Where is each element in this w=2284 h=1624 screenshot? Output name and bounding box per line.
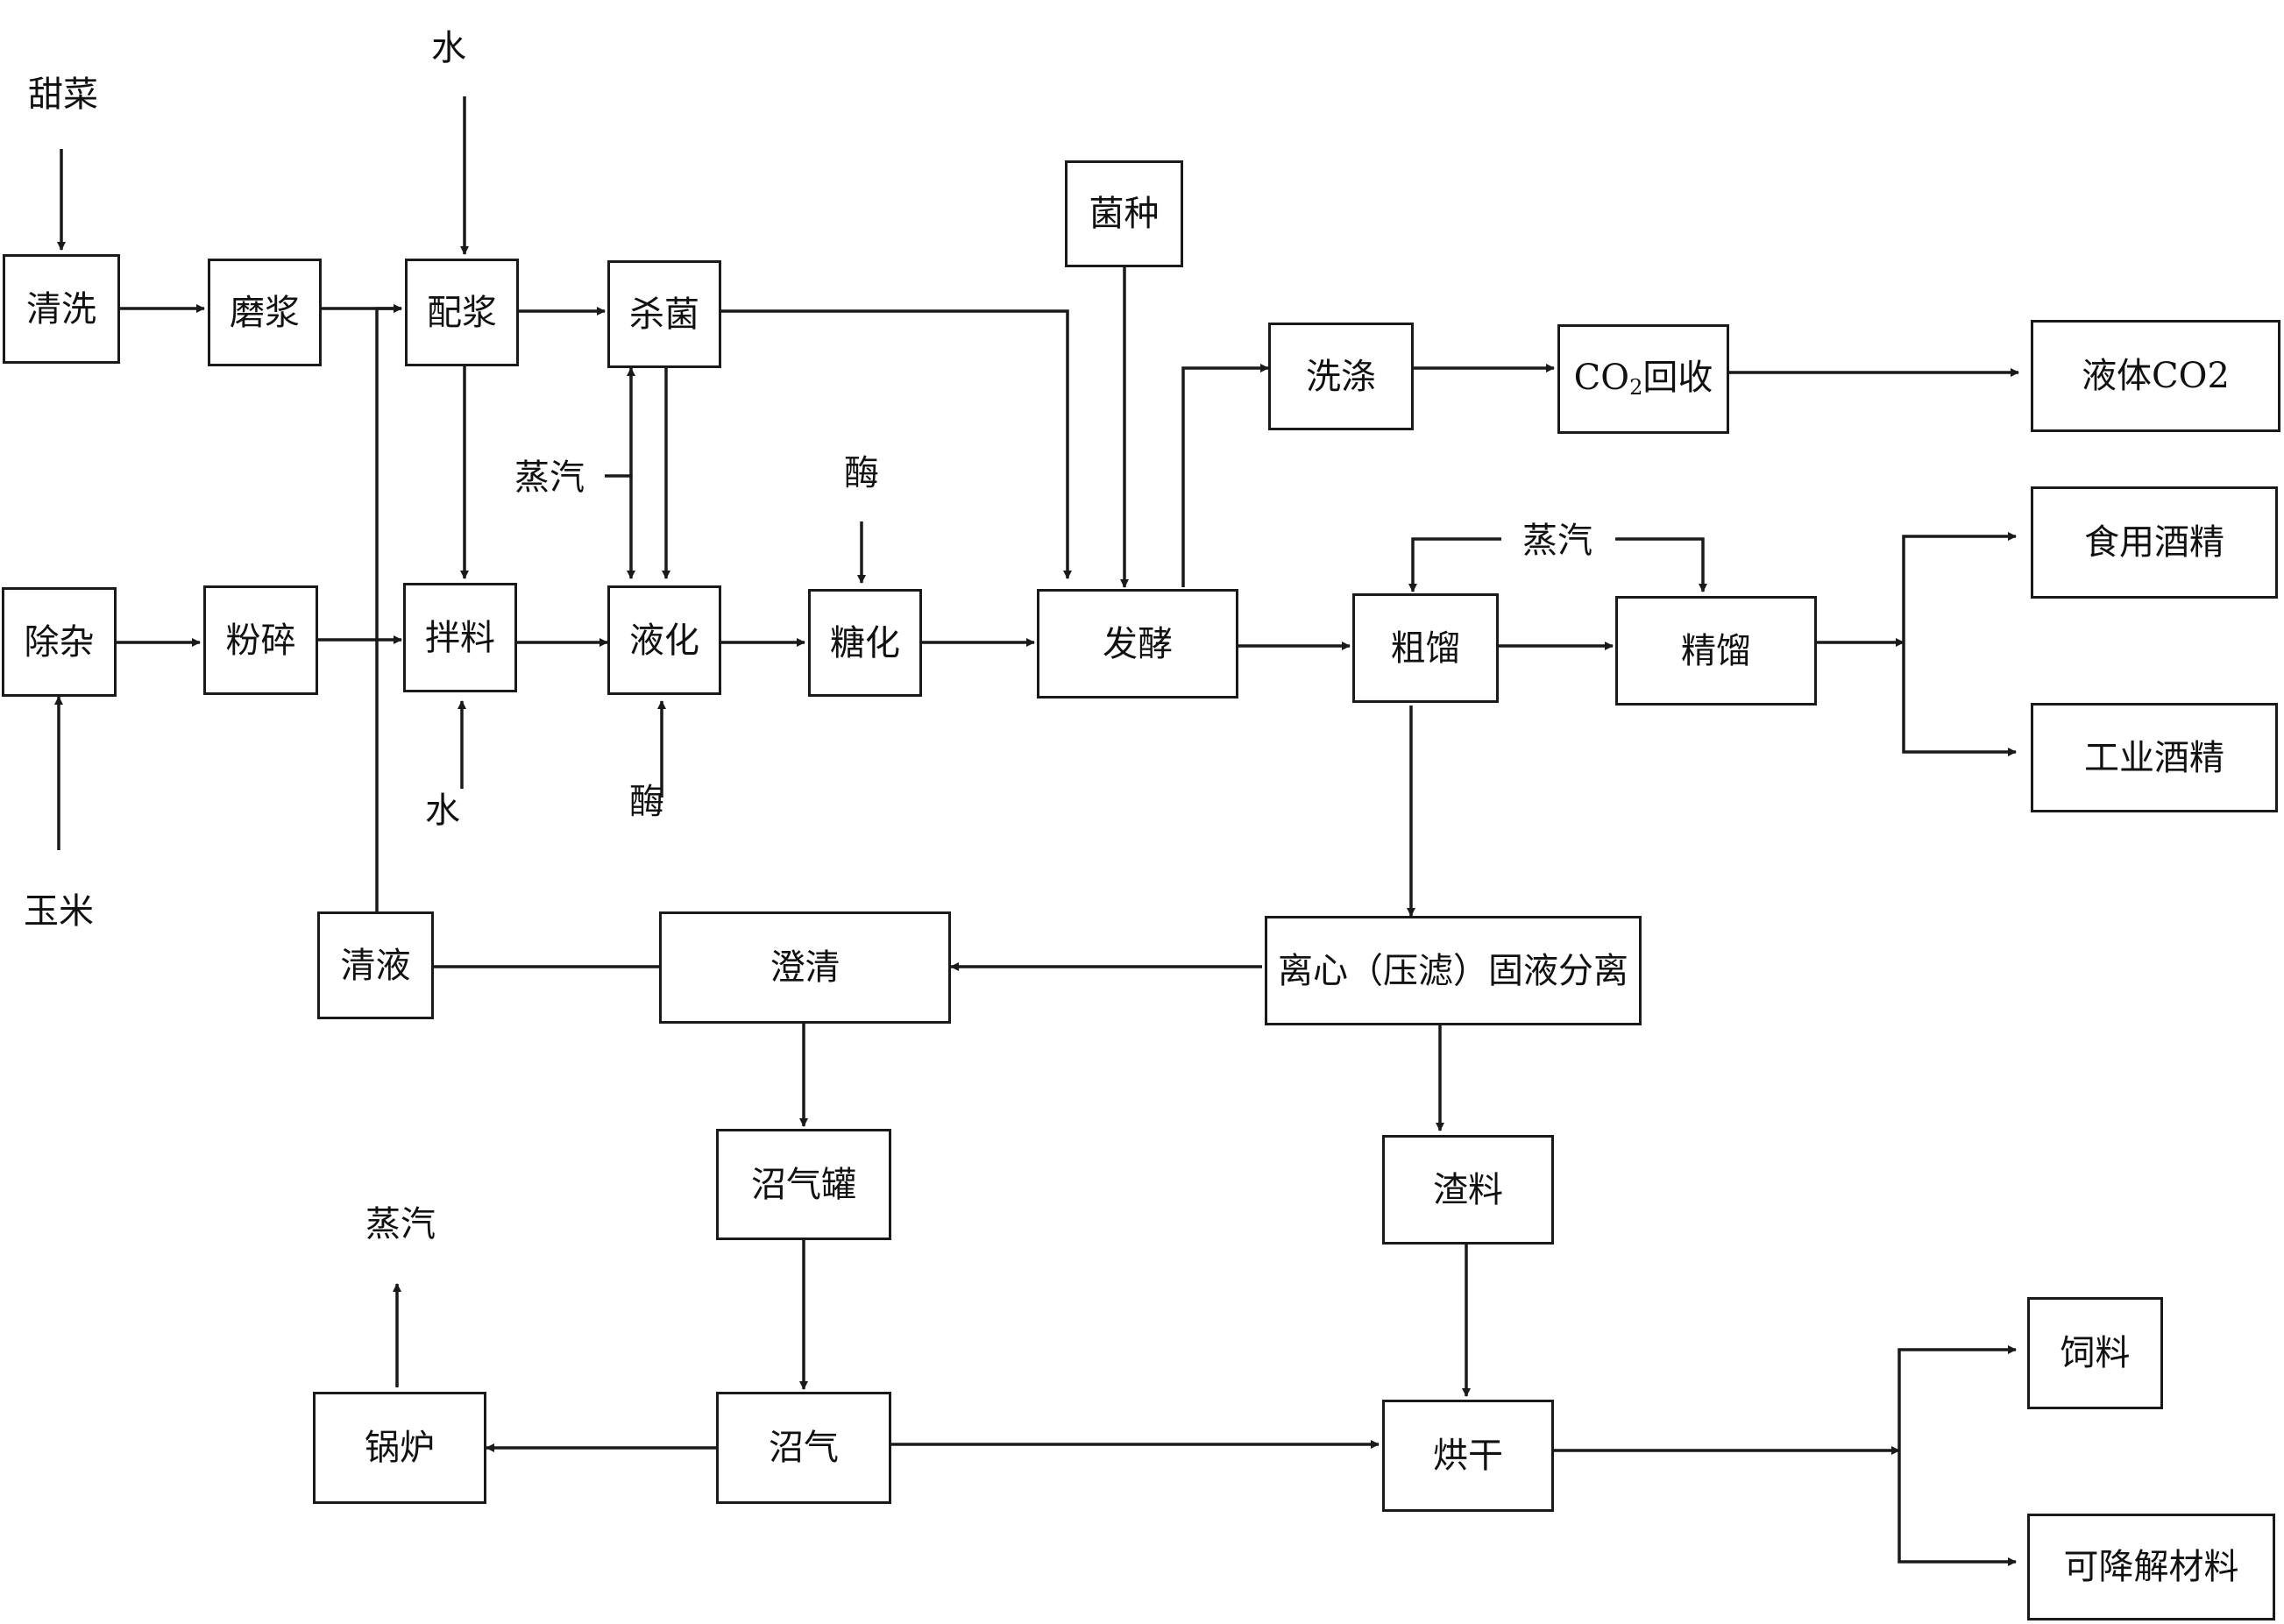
arrow-qingye-to-peijiang: [377, 308, 401, 911]
node-edible-alcohol: 食用酒精: [2031, 486, 2278, 599]
node-peijiang: 配浆: [405, 259, 519, 366]
arrow-fajiao-to-xidi: [1183, 368, 1268, 587]
node-shajun-label: 杀菌: [629, 297, 699, 332]
node-mojiang: 磨浆: [208, 259, 322, 366]
node-siliao-label: 饲料: [2061, 1336, 2131, 1371]
node-jingliu: 精馏: [1615, 596, 1817, 706]
node-guolu: 锅炉: [313, 1392, 486, 1504]
node-qingye: 清液: [317, 911, 434, 1019]
node-siliao: 饲料: [2027, 1297, 2163, 1409]
node-banliao-label: 拌料: [425, 621, 495, 656]
node-fensui: 粉碎: [203, 585, 318, 695]
node-culiu-label: 粗馏: [1391, 631, 1461, 666]
node-mojiang-label: 磨浆: [230, 295, 300, 330]
node-chengqing: 澄清: [659, 911, 951, 1024]
node-xidi-label: 洗涤: [1306, 359, 1376, 394]
node-honggan-label: 烘干: [1433, 1438, 1503, 1473]
arrow-split-to-siliao: [1899, 1350, 2016, 1450]
node-shajun: 杀菌: [607, 260, 721, 368]
arrow-split-to-biodegradable: [1899, 1450, 2016, 1562]
node-chuza: 除杂: [2, 587, 117, 697]
node-qingxi-label: 清洗: [26, 292, 96, 327]
node-qingye-label: 清液: [341, 948, 411, 983]
node-industrial-alcohol-label: 工业酒精: [2084, 741, 2224, 776]
node-biodegradable-label: 可降解材料: [2064, 1550, 2239, 1585]
co2-suffix-text: 回收: [1642, 358, 1713, 398]
node-liquid-co2: 液体CO2: [2031, 320, 2280, 432]
node-zhaliao-label: 渣料: [1433, 1173, 1503, 1208]
line-shajun-to-fajiao: [721, 311, 1068, 578]
arrow-split-to-edible: [1904, 536, 2016, 642]
node-fajiao: 发酵: [1037, 589, 1238, 699]
arrow-split-to-industrial: [1904, 642, 2016, 752]
input-steam-mid-label: 蒸汽: [514, 460, 585, 495]
node-co2-recovery-label: CO2回收: [1574, 360, 1713, 398]
node-guolu-label: 锅炉: [365, 1430, 435, 1465]
input-enzyme-bottom-label: 酶: [629, 784, 664, 819]
node-zhaoqi-label: 沼气: [769, 1430, 839, 1465]
node-zhaoqiguan-label: 沼气罐: [751, 1167, 856, 1202]
node-fajiao-label: 发酵: [1103, 627, 1173, 662]
node-jingliu-label: 精馏: [1681, 634, 1751, 669]
node-separation: 离心（压滤）固液分离: [1265, 916, 1642, 1025]
node-culiu: 粗馏: [1352, 593, 1499, 703]
input-water-top-label: 水: [431, 31, 466, 66]
node-industrial-alcohol: 工业酒精: [2031, 703, 2278, 812]
input-beet-label: 甜菜: [28, 77, 98, 112]
node-chengqing-label: 澄清: [770, 950, 841, 985]
node-tanghua: 糖化: [808, 589, 922, 697]
node-peijiang-label: 配浆: [427, 295, 497, 330]
node-zhaoqi: 沼气: [716, 1392, 891, 1504]
arrow-steam-to-shajun: [605, 368, 631, 476]
input-corn-label: 玉米: [24, 894, 94, 929]
node-qingxi: 清洗: [3, 254, 120, 364]
node-yehua: 液化: [607, 585, 721, 695]
node-biodegradable: 可降解材料: [2027, 1514, 2275, 1620]
arrow-steam-to-culiu: [1413, 539, 1501, 592]
node-junzhong-label: 菌种: [1089, 196, 1160, 231]
node-banliao: 拌料: [403, 583, 517, 692]
node-zhaliao: 渣料: [1382, 1135, 1554, 1245]
input-steam-distill-label: 蒸汽: [1522, 523, 1592, 558]
node-chuza-label: 除杂: [25, 625, 95, 660]
co2-subscript: 2: [1629, 375, 1642, 400]
co2-text: CO: [1574, 358, 1629, 398]
node-yehua-label: 液化: [629, 623, 699, 658]
node-junzhong: 菌种: [1065, 160, 1183, 267]
output-steam-boiler-label: 蒸汽: [365, 1207, 436, 1242]
node-honggan: 烘干: [1382, 1400, 1554, 1512]
node-tanghua-label: 糖化: [830, 626, 900, 661]
node-separation-label: 离心（压滤）固液分离: [1278, 954, 1628, 989]
node-co2-recovery: CO2回收: [1557, 324, 1729, 434]
input-enzyme-top-label: 酶: [844, 456, 879, 491]
node-fensui-label: 粉碎: [226, 623, 296, 658]
node-edible-alcohol-label: 食用酒精: [2084, 525, 2224, 560]
input-water-bottom-label: 水: [425, 793, 460, 828]
arrow-steam-to-jingliu: [1615, 539, 1703, 592]
node-liquid-co2-label: 液体CO2: [2082, 358, 2230, 394]
node-xidi: 洗涤: [1268, 323, 1414, 430]
node-zhaoqiguan: 沼气罐: [716, 1129, 891, 1240]
